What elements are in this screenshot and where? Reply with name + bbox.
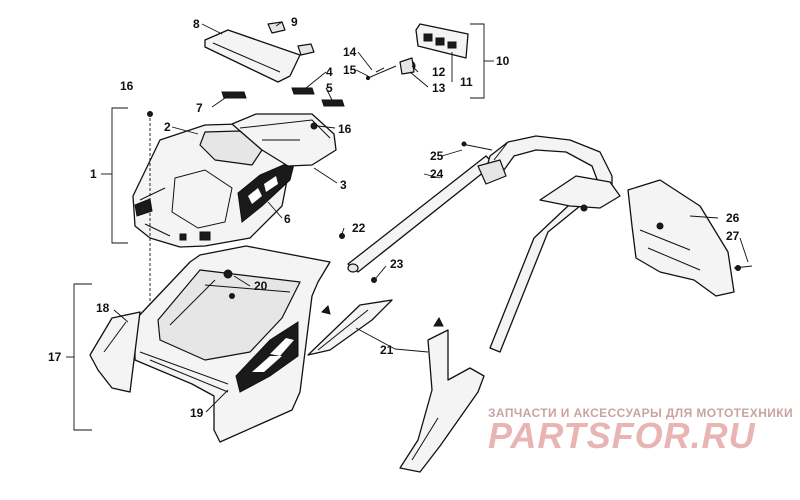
callout-23: 23 (390, 257, 404, 271)
callout-6: 6 (284, 212, 291, 226)
callout-17: 17 (48, 350, 62, 364)
part-rear-rod (339, 141, 495, 283)
callout-4: 4 (326, 65, 333, 79)
callout-26: 26 (726, 211, 740, 225)
part-left-flap (89, 311, 141, 393)
callout-27: 27 (726, 229, 740, 243)
callout-21: 21 (380, 343, 394, 357)
callout-9: 9 (291, 15, 298, 29)
part-rear-bumper-frame (477, 135, 621, 353)
callout-5: 5 (326, 81, 333, 95)
group-bracket-17 (66, 283, 92, 431)
callout-13: 13 (432, 81, 446, 95)
callout-2: 2 (164, 120, 171, 134)
callout-3: 3 (340, 178, 347, 192)
callout-16-right: 16 (338, 122, 352, 136)
part-tail-light (365, 23, 469, 81)
callout-16-left: 16 (120, 79, 134, 93)
callout-15: 15 (343, 63, 357, 77)
callout-24: 24 (430, 167, 444, 181)
watermark-logo: PARTSFOR.RU (488, 415, 756, 456)
callout-8: 8 (193, 17, 200, 31)
part-right-flap (627, 179, 753, 297)
group-bracket-10 (470, 23, 494, 99)
callout-7: 7 (196, 101, 203, 115)
callout-25: 25 (430, 149, 444, 163)
part-rear-frame (221, 87, 345, 167)
callout-19: 19 (190, 406, 204, 420)
callout-1: 1 (90, 167, 97, 181)
callout-10: 10 (496, 54, 510, 68)
callout-20: 20 (254, 279, 268, 293)
part-side-rail (307, 299, 485, 473)
callout-11: 11 (460, 75, 473, 89)
watermark-tagline: ЗАПЧАСТИ И АКСЕССУАРЫ ДЛЯ МОТОТЕХНИКИ (488, 406, 794, 420)
callout-22: 22 (352, 221, 366, 235)
part-storage-box (134, 245, 331, 443)
callout-12: 12 (432, 65, 446, 79)
callout-14: 14 (343, 45, 357, 59)
leader-lines (113, 21, 749, 413)
callout-labels: 1 2 3 4 5 6 7 8 9 10 11 12 13 14 15 16 1… (48, 15, 740, 420)
part-cover-plate (204, 21, 315, 83)
part-fastener-16 (147, 111, 153, 345)
group-bracket-1 (101, 107, 128, 244)
callout-18: 18 (96, 301, 110, 315)
